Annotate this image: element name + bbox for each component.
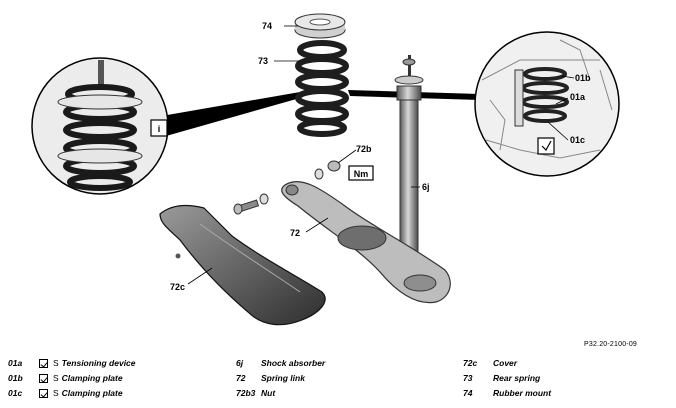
callout-74: 74: [262, 21, 272, 31]
tool-symbol-icon: [39, 389, 48, 398]
legend-code: 72: [236, 373, 246, 383]
spring-link-72: [281, 180, 451, 304]
info-symbol-box: [150, 119, 168, 137]
legend-column-1: 01a S Tensioning device 01b S Clamping p…: [8, 356, 136, 401]
legend-row: 72b3 Nut: [236, 386, 325, 401]
callout-72c: 72c: [170, 282, 185, 292]
cover-72c: [159, 204, 326, 326]
legend-text: Rear spring: [493, 373, 541, 383]
legend-code: 01c: [8, 388, 23, 398]
legend-column-3: 72c Cover 73 Rear spring 74 Rubber mount: [463, 356, 551, 401]
legend-code: 01b: [8, 373, 23, 383]
bolt-72b: [233, 160, 341, 215]
callout-72b: 72b: [356, 144, 372, 154]
legend-column-2: 6j Shock absorber 72 Spring link 72b3 Nu…: [236, 356, 325, 401]
legend-code: 6j: [236, 358, 244, 368]
legend-row: 72c Cover: [463, 356, 551, 371]
legend-text: Nut: [261, 388, 276, 398]
legend-text: Cover: [493, 358, 518, 368]
shock-absorber-6j: [394, 55, 424, 273]
legend-code: 01a: [8, 358, 23, 368]
torque-symbol-label: Nm: [354, 169, 369, 179]
legend-row: 74 Rubber mount: [463, 386, 551, 401]
callout-73: 73: [258, 56, 268, 66]
legend-row: 6j Shock absorber: [236, 356, 325, 371]
legend-text: Shock absorber: [261, 358, 326, 368]
legend-prefix: S: [53, 358, 59, 368]
torque-symbol-box: [348, 165, 374, 181]
legend-row: 73 Rear spring: [463, 371, 551, 386]
exploded-view-diagram: i: [31, 13, 620, 326]
legend-text: Tensioning device: [61, 358, 136, 368]
tool-check-icon: [541, 140, 552, 151]
leader-lines: [187, 25, 575, 285]
left-detail-circle: [31, 57, 300, 195]
callout-72: 72: [290, 228, 300, 238]
info-symbol-label: i: [158, 124, 161, 134]
legend-code: 73: [463, 373, 473, 383]
callout-01c: 01c: [570, 135, 585, 145]
callout-01a: 01a: [570, 92, 586, 102]
legend-row: 01a S Tensioning device: [8, 356, 136, 371]
legend-prefix: S: [53, 388, 59, 398]
legend-text: Clamping plate: [61, 373, 123, 383]
tool-symbol-icon: [39, 374, 48, 383]
legend-text: Clamping plate: [61, 388, 123, 398]
callout-01b: 01b: [575, 73, 591, 83]
callout-6j: 6j: [422, 182, 430, 192]
legend-code: 72b3: [236, 388, 256, 398]
legend-row: 72 Spring link: [236, 371, 325, 386]
legend-text: Rubber mount: [493, 388, 552, 398]
tool-symbol-icon: [39, 359, 48, 368]
rear-spring-73: [295, 40, 349, 137]
tool-symbol-box: [537, 137, 555, 155]
legend-text: Spring link: [261, 373, 305, 383]
legend-row: 01c S Clamping plate: [8, 386, 136, 401]
legend-code: 74: [463, 388, 473, 398]
right-detail-circle: [348, 31, 620, 177]
legend-code: 72c: [463, 358, 478, 368]
legend-row: 01b S Clamping plate: [8, 371, 136, 386]
legend-prefix: S: [53, 373, 59, 383]
figure-code: P32.20-2100-09: [584, 341, 638, 348]
rubber-mount-74: [294, 13, 346, 39]
